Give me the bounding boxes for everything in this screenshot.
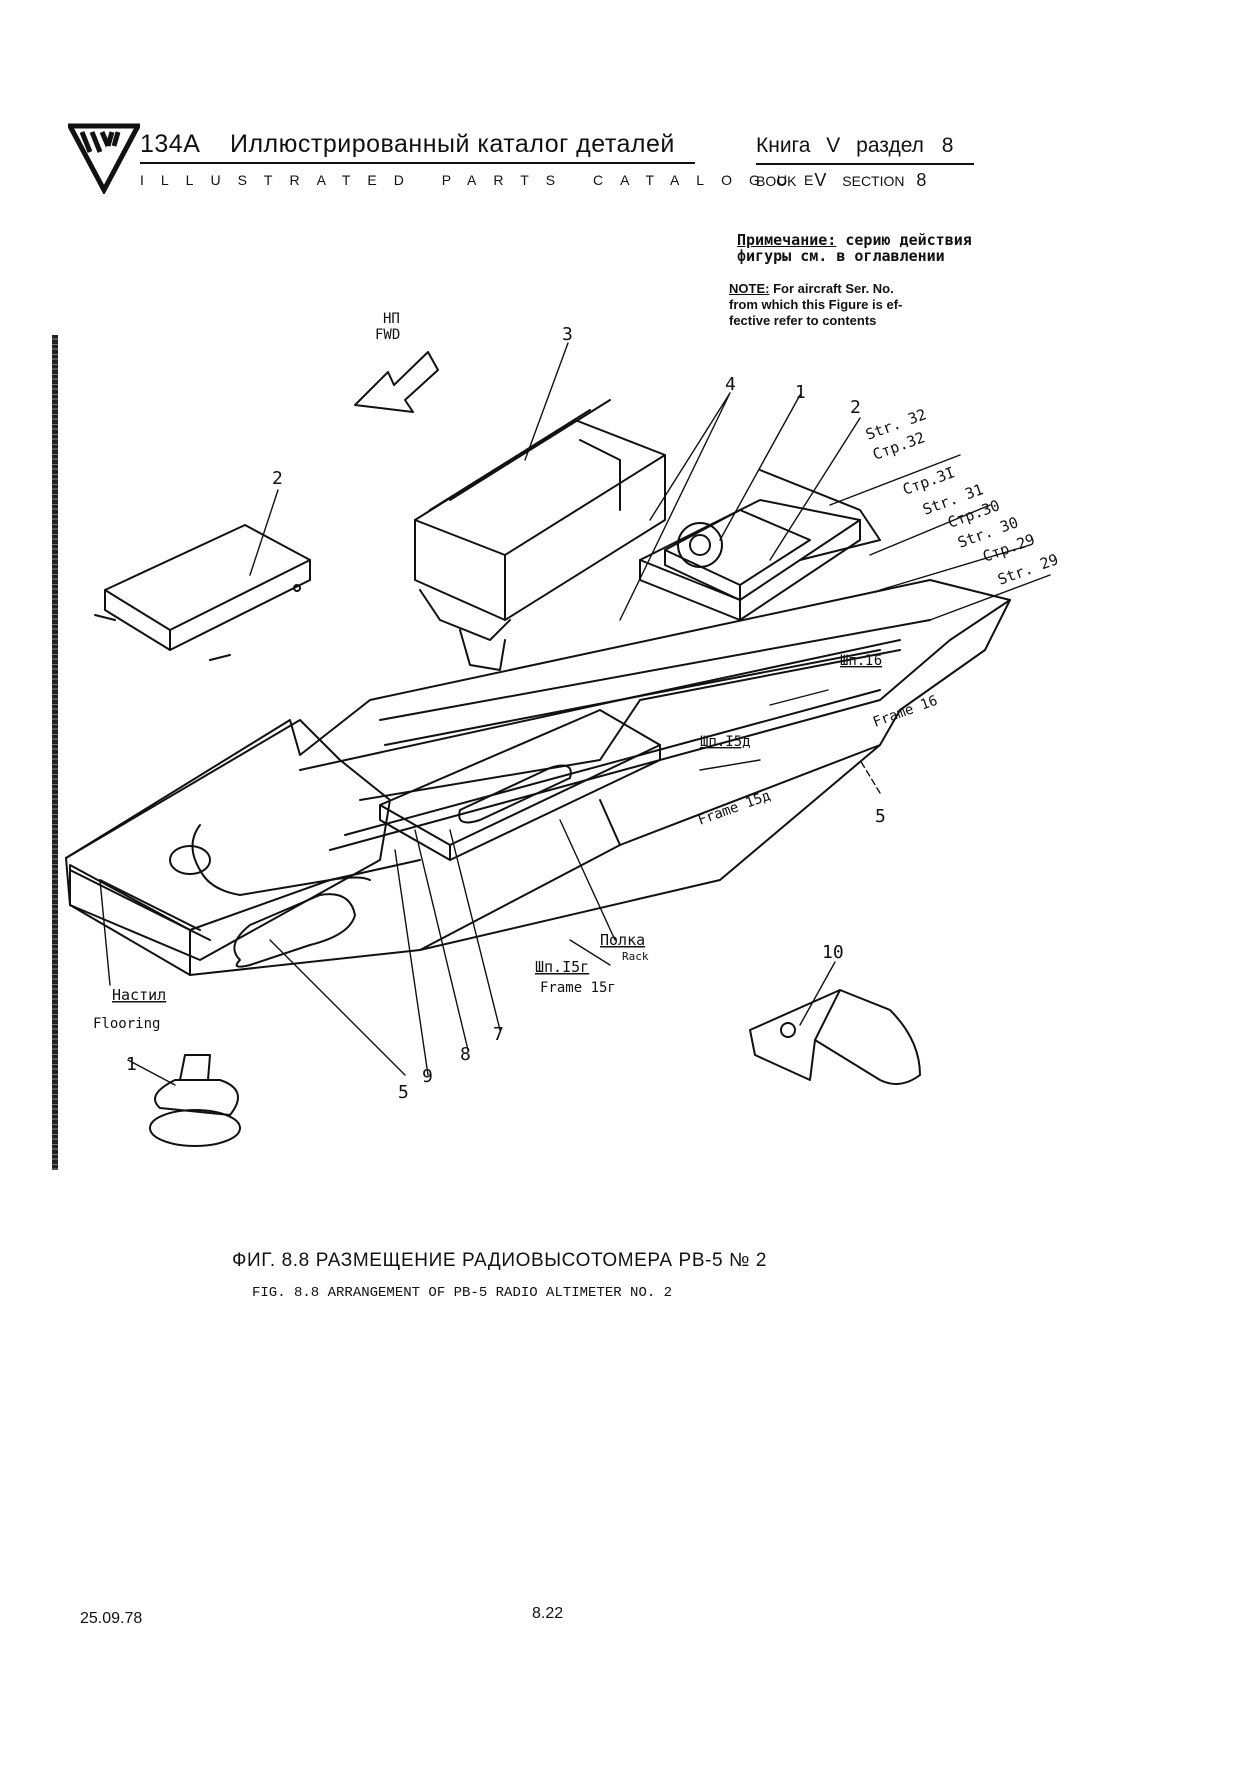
note-en-line-2: from which this Figure is ef- xyxy=(729,297,903,312)
flooring-label-ru: Настил xyxy=(112,986,166,1004)
figure-caption-en: FIG. 8.8 ARRANGEMENT OF PB-5 RADIO ALTIM… xyxy=(252,1285,673,1301)
callout-5-bottom: 5 xyxy=(398,1082,409,1103)
section-label-en: SECTION xyxy=(842,173,905,189)
note-en: NOTE: For aircraft Ser. No. from which t… xyxy=(729,281,902,329)
callout-3: 3 xyxy=(562,324,573,345)
book-number-en: V xyxy=(814,170,827,190)
frame-shp15d: Шп.I5д xyxy=(700,734,751,750)
frame-15d-en: Frame 15д xyxy=(696,788,773,829)
frame-shp16: Шп.I6 xyxy=(840,653,882,669)
callout-7: 7 xyxy=(493,1024,504,1045)
catalog-title-en: ILLUSTRATED PARTS CATALOGUE xyxy=(140,172,831,188)
shelf-slot xyxy=(458,764,572,824)
model-number: 134A xyxy=(140,130,201,158)
callout-8: 8 xyxy=(460,1044,471,1065)
flooring-label-en: Flooring xyxy=(93,1016,160,1032)
figure-caption-ru: ФИГ. 8.8 РАЗМЕЩЕНИЕ РАДИОВЫСОТОМЕРА РВ-5… xyxy=(232,1250,767,1272)
callout-2-right: 2 xyxy=(850,397,861,418)
frame-15g-en: Frame 15г xyxy=(540,980,616,996)
tupolev-logo-icon xyxy=(68,123,140,194)
caption-ru-prefix: ФИГ. xyxy=(232,1250,276,1271)
note-ru-label: Примечание: xyxy=(737,231,837,249)
floor-structure xyxy=(65,579,1011,976)
caption-ru-text: 8.8 РАЗМЕЩЕНИЕ РАДИОВЫСОТОМЕРА РВ-5 № 2 xyxy=(281,1250,768,1271)
fwd-label-en: FWD xyxy=(375,327,400,343)
section-number-ru: 8 xyxy=(941,134,954,157)
book-label-ru: Книга xyxy=(756,134,811,157)
header-rule xyxy=(140,162,695,164)
note-ru-text-1: серию действия xyxy=(845,231,972,249)
item-10-fairing xyxy=(749,989,921,1085)
book-rule xyxy=(756,163,974,165)
unit-2-left xyxy=(104,524,311,631)
scan-edge-artifact xyxy=(52,335,58,1170)
footer-page-number: 8.22 xyxy=(532,1605,564,1622)
flooring-panel xyxy=(65,719,391,961)
fwd-arrow-icon xyxy=(354,351,439,413)
item-1-mount xyxy=(154,1079,239,1116)
rack-label-en: Rack xyxy=(622,950,649,963)
callout-1-mount: 1 xyxy=(126,1054,137,1075)
book-label-en: BOOK xyxy=(756,173,797,189)
fwd-label-ru: НП xyxy=(383,311,400,327)
note-en-label: NOTE: xyxy=(729,281,770,296)
callout-2-left: 2 xyxy=(272,468,283,489)
callout-4: 4 xyxy=(725,374,736,395)
rack-label-ru: Полка xyxy=(600,931,645,949)
unit-2-right xyxy=(664,509,811,586)
callout-9: 9 xyxy=(422,1066,433,1087)
callout-10: 10 xyxy=(822,942,844,963)
footer-date: 25.09.78 xyxy=(80,1610,143,1627)
callout-1-top: 1 xyxy=(795,382,806,403)
book-number-ru: V xyxy=(826,134,841,157)
book-section-en: BOOK V SECTION 8 xyxy=(756,170,926,191)
cable-harness xyxy=(191,824,371,896)
section-number-en: 8 xyxy=(916,170,927,190)
frame-shp15g: Шп.I5г xyxy=(535,958,589,976)
callout-5-right: 5 xyxy=(875,806,886,827)
catalog-title-ru: Иллюстрированный каталог деталей xyxy=(230,130,675,158)
book-section-ru: Книга V раздел 8 xyxy=(756,134,953,158)
note-en-line-3: fective refer to contents xyxy=(729,313,877,328)
note-ru: Примечание: серию действия фигуры см. в … xyxy=(737,232,972,264)
note-ru-text-2: фигуры см. в оглавлении xyxy=(737,247,945,265)
note-en-line-1: For aircraft Ser. No. xyxy=(773,281,894,296)
section-label-ru: раздел xyxy=(856,134,924,157)
